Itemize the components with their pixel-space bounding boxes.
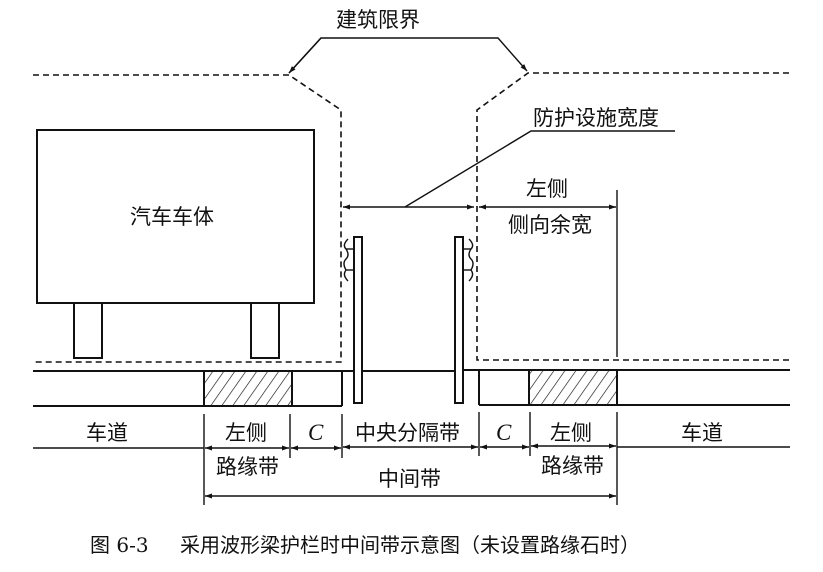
c-left-label: C [308,420,324,445]
figure-number: 图 6-3 [90,533,149,557]
guardrail-post-right [454,236,464,404]
car-wheel-right [250,302,280,359]
clearance-boundary-right [476,72,789,361]
edge-strip-left-line1: 左侧 [225,421,267,445]
barrier-width-leader [404,130,675,208]
left-lateral-label-line1: 左侧 [526,177,568,201]
building-clearance-label: 建筑限界 [336,8,420,32]
barrier-width-label: 防护设施宽度 [533,106,659,130]
central-divider-label: 中央分隔带 [355,421,460,445]
edge-strip-left-line2: 路缘带 [216,455,279,479]
guardrail-post-left [353,236,363,404]
left-edge-strip-hatched-right [528,369,618,406]
edge-strip-right-line2: 路缘带 [541,454,604,478]
clearance-boundary-left [33,74,342,363]
lane-left-label: 车道 [86,421,128,445]
edge-strip-right-line1: 左侧 [550,421,592,445]
median-label: 中间带 [378,467,441,491]
car-body [36,129,315,304]
left-edge-strip-hatched-left [203,370,293,407]
figure-caption: 采用波形梁护栏时中间带示意图（未设置路缘石时） [180,533,640,557]
clearance-leader [288,37,528,74]
w-beam-left-icon [343,238,354,282]
w-beam-right-icon [463,238,474,282]
lane-right-label: 车道 [681,421,723,445]
clearance-leader-arrow-left [288,37,322,74]
c-right-label: C [496,420,512,445]
left-lateral-label-line2: 侧向余宽 [508,213,592,237]
car-wheel-left [73,302,103,359]
car-body-label: 汽车车体 [130,205,214,229]
